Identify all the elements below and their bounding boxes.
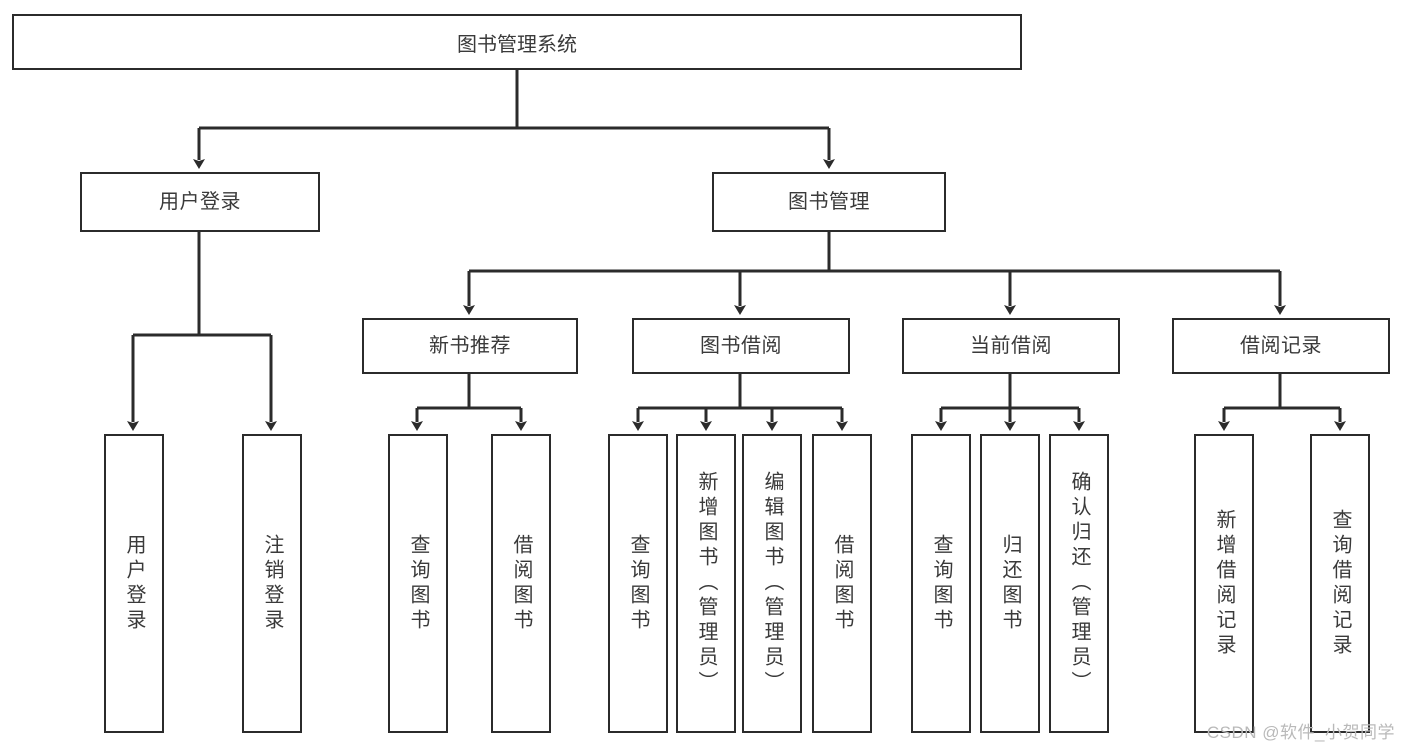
node-leaf-return-book[interactable]: 归还图书 <box>980 434 1040 733</box>
node-leaf-label: 借阅图书 <box>831 533 853 634</box>
node-root-system[interactable]: 图书管理系统 <box>12 14 1022 70</box>
node-new-book-recommend[interactable]: 新书推荐 <box>362 318 578 374</box>
node-leaf-label: 借阅图书 <box>510 533 532 634</box>
node-leaf-borrow-book-recommend[interactable]: 借阅图书 <box>491 434 551 733</box>
node-leaf-label: 查询图书 <box>407 533 429 634</box>
node-leaf-label: 注销登录 <box>261 533 283 634</box>
node-leaf-label: 确认归还（管理员） <box>1068 471 1090 696</box>
node-borrow-records[interactable]: 借阅记录 <box>1172 318 1390 374</box>
node-leaf-user-login[interactable]: 用户登录 <box>104 434 164 733</box>
node-leaf-label: 新增图书（管理员） <box>695 471 717 696</box>
node-leaf-query-book-borrow[interactable]: 查询图书 <box>608 434 668 733</box>
node-leaf-confirm-return-admin[interactable]: 确认归还（管理员） <box>1049 434 1109 733</box>
node-book-borrow[interactable]: 图书借阅 <box>632 318 850 374</box>
node-leaf-user-logout[interactable]: 注销登录 <box>242 434 302 733</box>
node-leaf-edit-book-admin[interactable]: 编辑图书（管理员） <box>742 434 802 733</box>
node-leaf-query-borrow-record[interactable]: 查询借阅记录 <box>1310 434 1370 733</box>
node-user-login[interactable]: 用户登录 <box>80 172 320 232</box>
csdn-watermark: CSDN @软件_小贺同学 <box>1206 723 1395 742</box>
node-leaf-label: 归还图书 <box>999 533 1021 634</box>
node-leaf-label: 查询图书 <box>930 533 952 634</box>
node-leaf-add-borrow-record[interactable]: 新增借阅记录 <box>1194 434 1254 733</box>
node-leaf-query-book-recommend[interactable]: 查询图书 <box>388 434 448 733</box>
node-leaf-label: 编辑图书（管理员） <box>761 471 783 696</box>
node-leaf-borrow-book[interactable]: 借阅图书 <box>812 434 872 733</box>
node-leaf-label: 新增借阅记录 <box>1213 508 1235 659</box>
node-book-management[interactable]: 图书管理 <box>712 172 946 232</box>
node-leaf-query-book-current[interactable]: 查询图书 <box>911 434 971 733</box>
node-leaf-label: 查询图书 <box>627 533 649 634</box>
node-current-borrow[interactable]: 当前借阅 <box>902 318 1120 374</box>
node-leaf-label: 查询借阅记录 <box>1329 508 1351 659</box>
node-leaf-add-book-admin[interactable]: 新增图书（管理员） <box>676 434 736 733</box>
node-leaf-label: 用户登录 <box>123 533 145 634</box>
